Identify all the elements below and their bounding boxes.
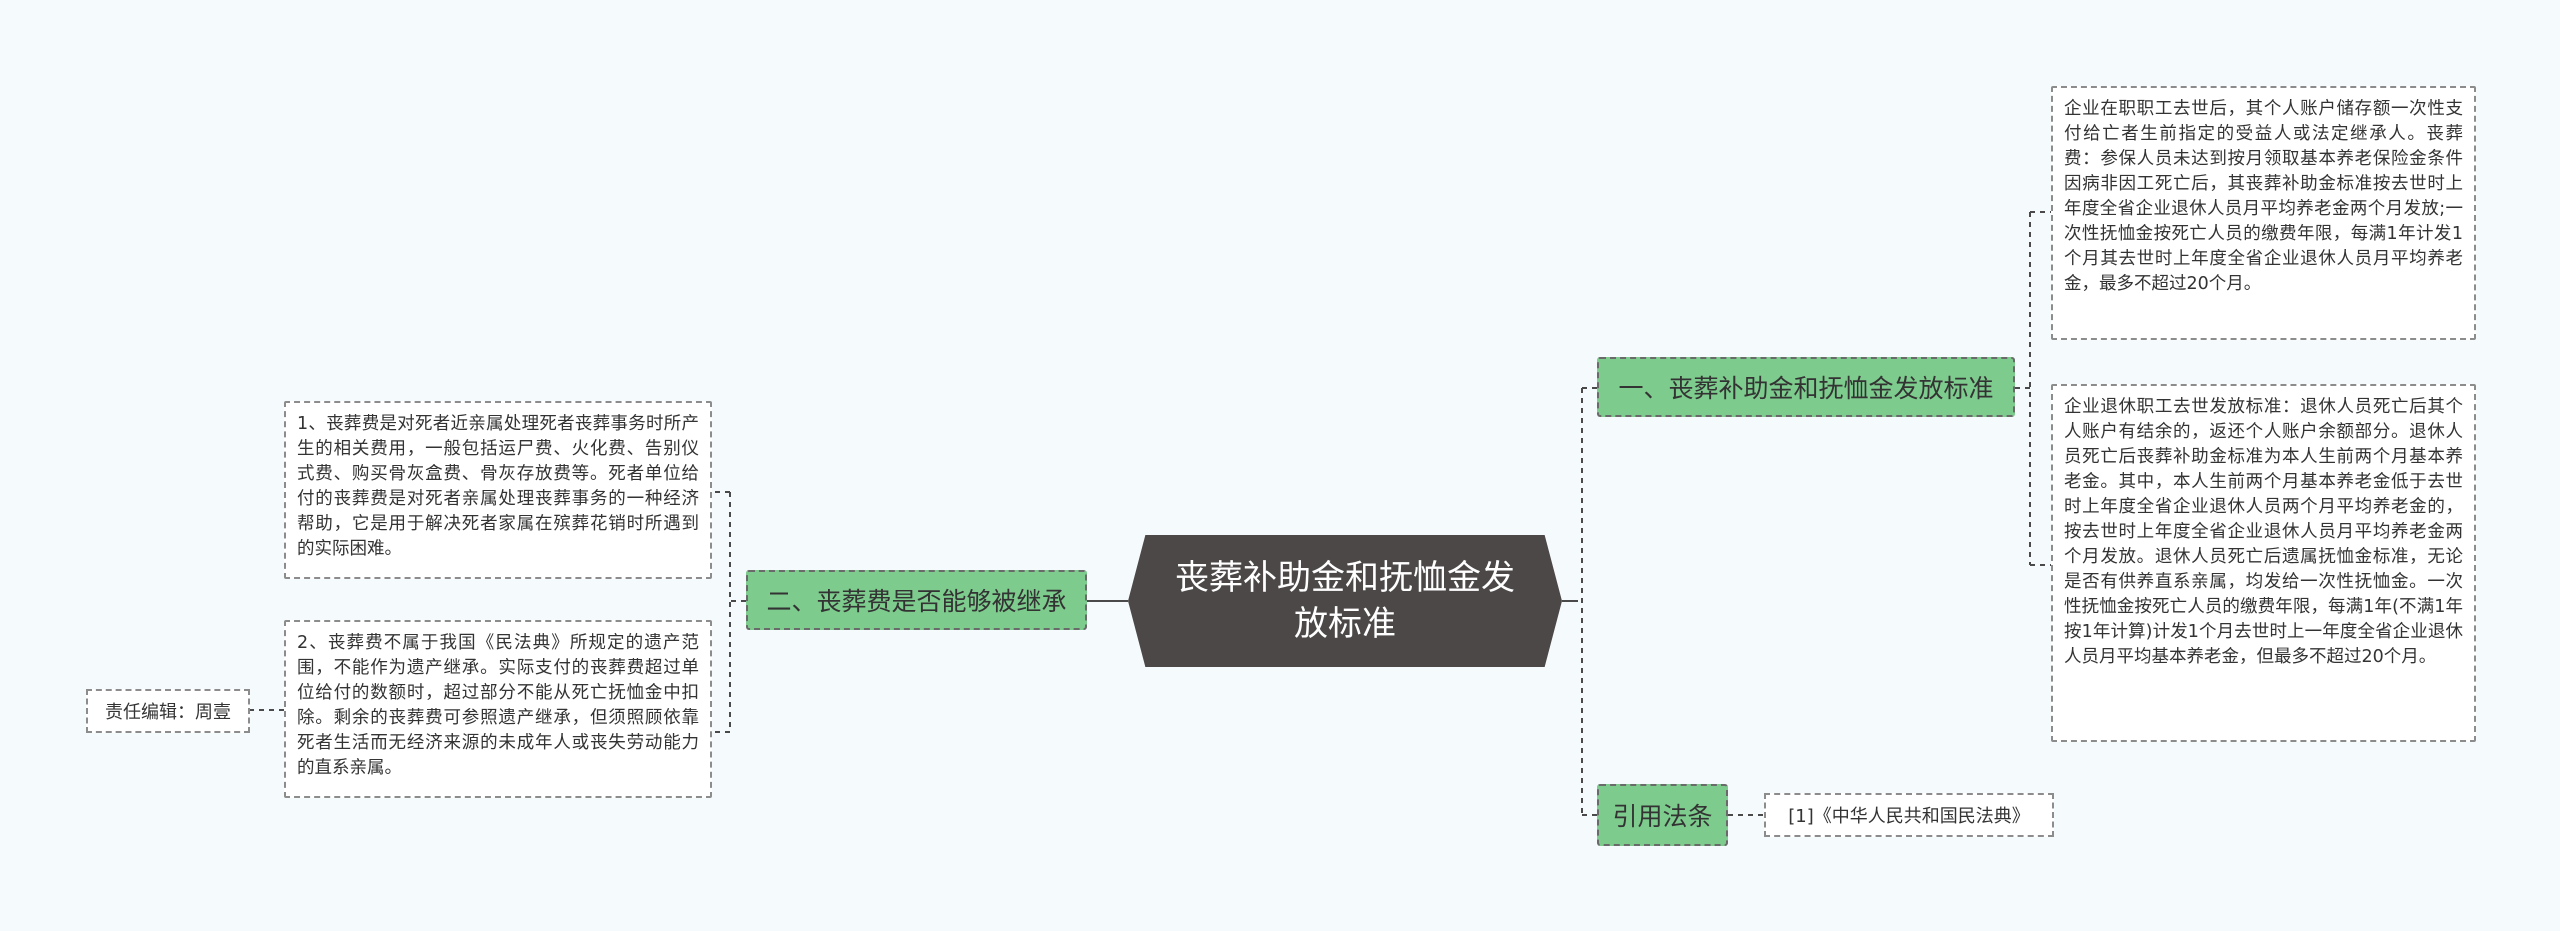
- editor-credit: 责任编辑：周壹: [86, 689, 250, 733]
- leaf-inherit-definition[interactable]: 1、丧葬费是对死者近亲属处理死者丧葬事务时所产生的相关费用，一般包括运尸费、火化…: [284, 401, 712, 579]
- law-reference-text: [1]《中华人民共和国民法典》: [1788, 806, 2030, 827]
- branch-standard[interactable]: 一、丧葬补助金和抚恤金发放标准: [1597, 357, 2015, 417]
- leaf-standard-retiree[interactable]: 企业退休职工去世发放标准：退休人员死亡后其个人账户有结余的，返还个人账户余额部分…: [2051, 384, 2476, 742]
- editor-credit-text: 责任编辑：周壹: [105, 702, 231, 723]
- root-title: 丧葬补助金和抚恤金发放标准: [1175, 558, 1515, 644]
- branch-inherit[interactable]: 二、丧葬费是否能够被继承: [746, 570, 1087, 630]
- branch-law[interactable]: 引用法条: [1597, 784, 1728, 846]
- branch-inherit-label: 二、丧葬费是否能够被继承: [766, 587, 1067, 616]
- leaf-law-reference[interactable]: [1]《中华人民共和国民法典》: [1764, 793, 2054, 837]
- leaf-inherit-estate[interactable]: 2、丧葬费不属于我国《民法典》所规定的遗产范围，不能作为遗产继承。实际支付的丧葬…: [284, 620, 712, 798]
- leaf-standard-employee[interactable]: 企业在职职工去世后，其个人账户储存额一次性支付给亡者生前指定的受益人或法定继承人…: [2051, 86, 2476, 340]
- branch-law-label: 引用法条: [1612, 802, 1713, 831]
- root-node[interactable]: 丧葬补助金和抚恤金发放标准: [1128, 535, 1562, 667]
- branch-standard-label: 一、丧葬补助金和抚恤金发放标准: [1618, 374, 1994, 403]
